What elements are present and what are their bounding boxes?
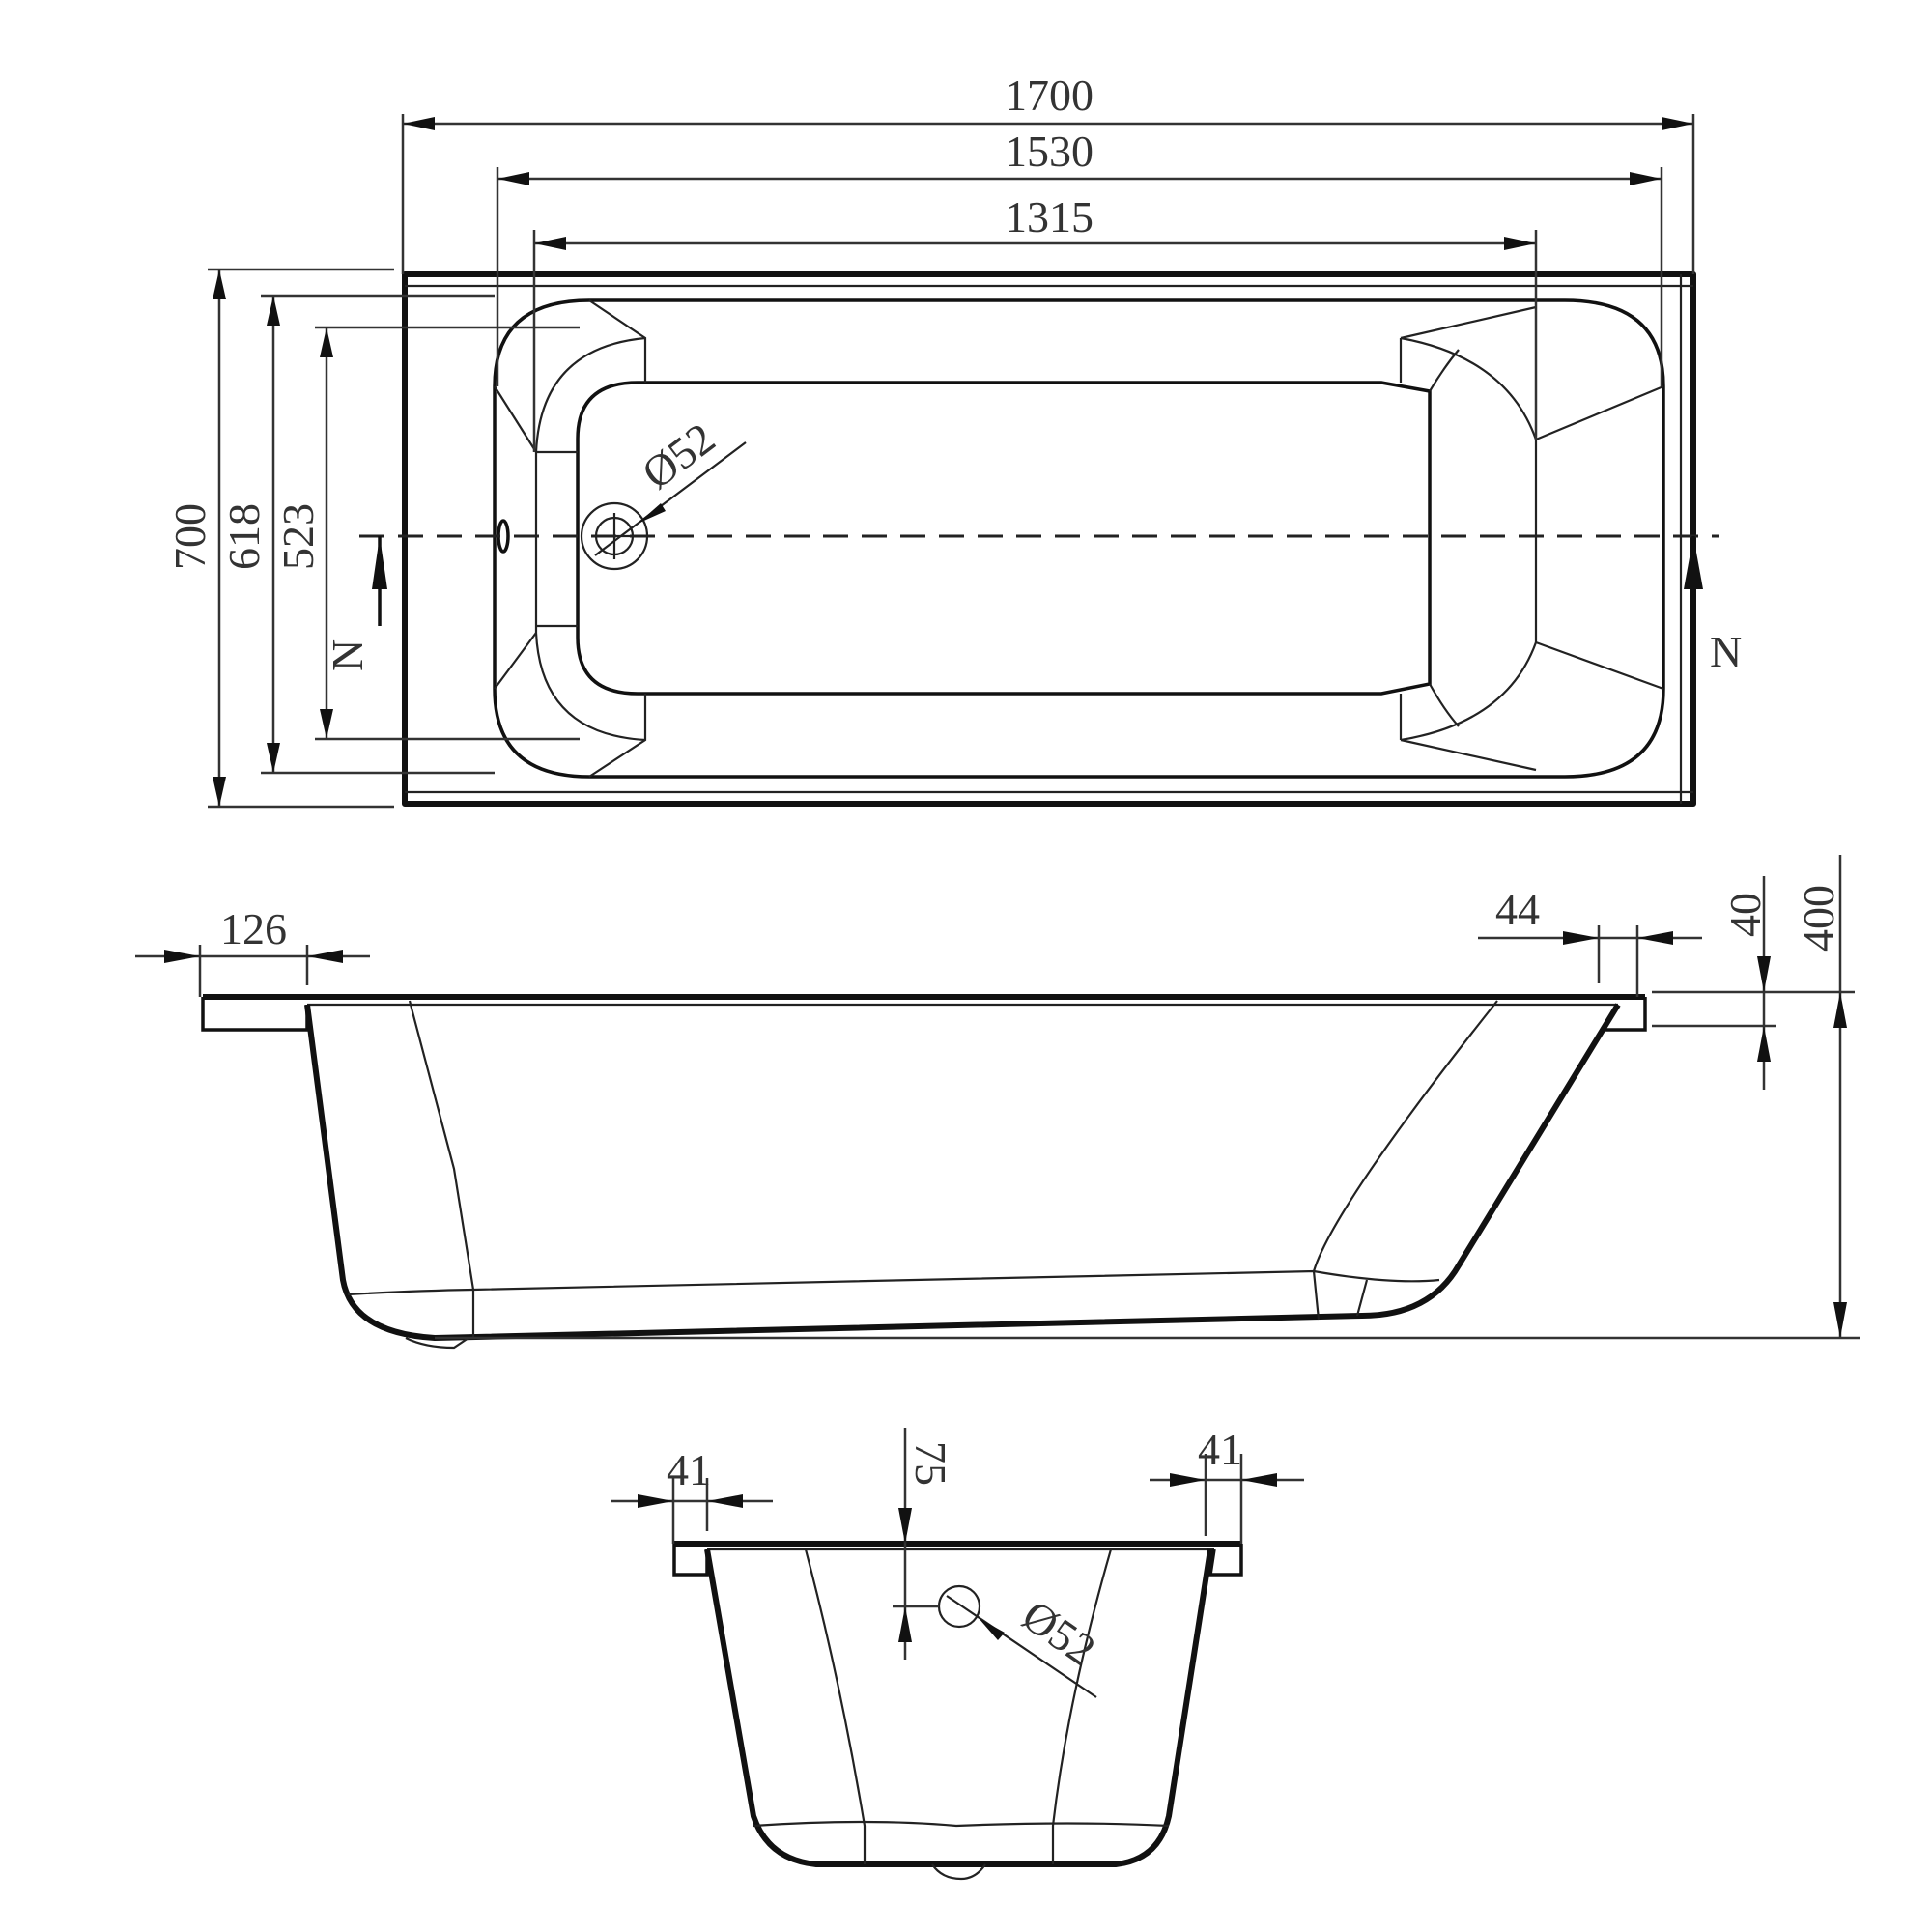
top-view: Ø52 1700 1530 1315 xyxy=(165,71,1742,809)
side-view: 126 44 40 400 xyxy=(135,855,1860,1350)
dim-right-rim: 44 xyxy=(1478,885,1702,997)
rim-thickness-label: 40 xyxy=(1720,893,1770,937)
dim-length-overall: 1700 xyxy=(401,71,1695,274)
overflow-offset-label: 75 xyxy=(906,1441,955,1486)
total-height-label: 400 xyxy=(1794,885,1843,952)
front-left-rim-label: 41 xyxy=(667,1445,711,1494)
drain-diameter-label: Ø52 xyxy=(633,413,724,498)
right-rim-section xyxy=(1604,997,1647,1032)
front-left-rim xyxy=(672,1544,709,1577)
basin-bottom-outline xyxy=(576,381,1432,696)
dim-width-overall: 700 xyxy=(165,268,394,809)
dim-front-left-rim: 41 xyxy=(611,1445,773,1544)
dim-width-inner: 618 xyxy=(219,294,495,775)
section-mark-right-label: N xyxy=(1710,627,1742,676)
length-overall-label: 1700 xyxy=(1005,71,1094,120)
width-inner-label: 618 xyxy=(219,503,269,570)
dim-length-inner: 1530 xyxy=(496,127,1663,386)
left-rim-section xyxy=(201,997,309,1032)
overflow-symbol xyxy=(937,1584,981,1629)
section-arrow-right: N xyxy=(1684,536,1742,676)
drain-symbol xyxy=(580,441,747,571)
length-inner-label: 1530 xyxy=(1005,127,1094,176)
section-mark-left-label: N xyxy=(323,639,372,671)
overflow-diameter-label: Ø52 xyxy=(1013,1590,1104,1674)
front-right-rim xyxy=(1208,1544,1243,1577)
front-view: Ø52 75 41 41 xyxy=(611,1425,1304,1881)
dim-length-bottom: 1315 xyxy=(532,192,1538,452)
section-arrow-left: N xyxy=(323,536,387,671)
inner-rim-outline xyxy=(493,298,1665,779)
left-rim-label: 126 xyxy=(220,904,287,953)
width-overall-label: 700 xyxy=(165,503,214,570)
dim-overflow-offset: 75 xyxy=(893,1428,955,1660)
dim-left-rim: 126 xyxy=(135,904,370,997)
dim-width-bottom: 523 xyxy=(273,326,580,741)
length-bottom-label: 1315 xyxy=(1005,192,1094,242)
dim-rim-thickness: 40 xyxy=(1652,876,1855,1090)
width-bottom-label: 523 xyxy=(273,503,323,570)
front-right-rim-label: 41 xyxy=(1198,1425,1242,1474)
dim-total-height: 400 xyxy=(1794,855,1847,1338)
outer-rim-outline xyxy=(402,271,1696,807)
tub-body-outline xyxy=(304,1003,1621,1341)
front-body-outline xyxy=(704,1548,1213,1867)
dim-front-right-rim: 41 xyxy=(1150,1425,1304,1544)
right-rim-label: 44 xyxy=(1495,885,1540,934)
